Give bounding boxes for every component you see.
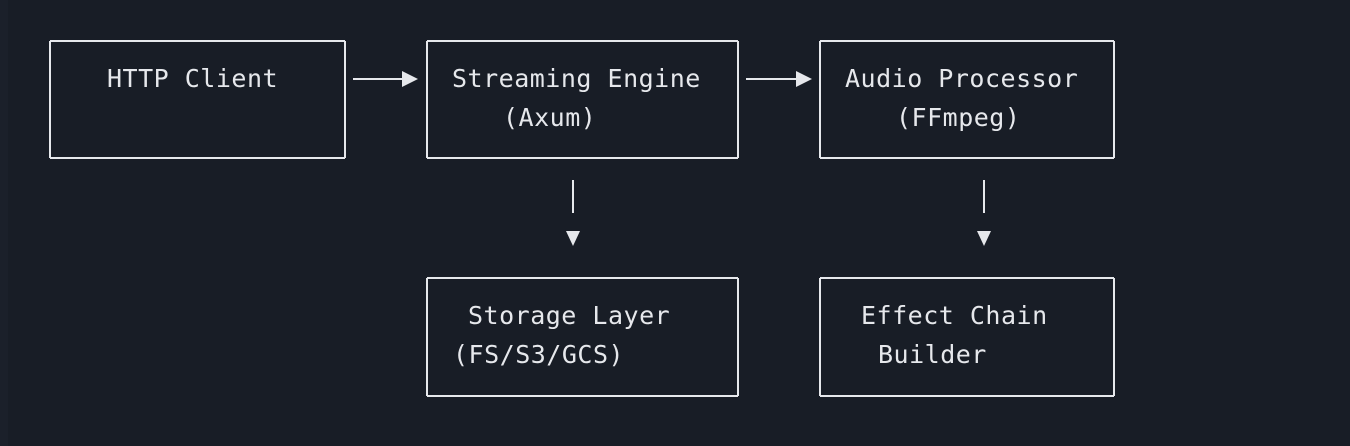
arrow-streaming-to-storage	[566, 180, 580, 246]
node-label-line-1: Audio Processor	[845, 64, 1078, 93]
box-frame	[819, 40, 1115, 159]
node-label-line-1: Streaming Engine	[452, 64, 701, 93]
arrow-audio-to-effect	[977, 180, 991, 246]
node-label-line-2: (FFmpeg)	[896, 103, 1020, 132]
node-label-line-1: Effect Chain	[861, 301, 1048, 330]
arrow-right-icon	[402, 71, 418, 87]
arrow-down-icon	[566, 231, 580, 246]
node-label-line-2: Builder	[878, 340, 987, 369]
node-label-line-1: Storage Layer	[468, 301, 670, 330]
node-label-line-1: HTTP Client	[107, 64, 278, 93]
node-streaming-engine: Streaming Engine (Axum)	[426, 40, 739, 159]
box-frame	[426, 277, 739, 397]
node-label-line-2: (Axum)	[503, 103, 596, 132]
arrow-right-icon	[796, 71, 812, 87]
node-label-line-2: (FS/S3/GCS)	[453, 340, 624, 369]
left-edge-strip	[0, 0, 8, 446]
box-frame	[426, 40, 739, 159]
arrow-streaming-to-audio	[746, 71, 812, 87]
arrow-down-icon	[977, 231, 991, 246]
node-audio-processor: Audio Processor (FFmpeg)	[819, 40, 1115, 159]
node-http-client: HTTP Client	[49, 40, 346, 159]
box-frame	[49, 40, 346, 159]
arrow-http-to-streaming	[353, 71, 418, 87]
node-effect-chain-builder: Effect Chain Builder	[819, 277, 1115, 397]
box-frame	[819, 277, 1115, 397]
node-storage-layer: Storage Layer (FS/S3/GCS)	[426, 277, 739, 397]
